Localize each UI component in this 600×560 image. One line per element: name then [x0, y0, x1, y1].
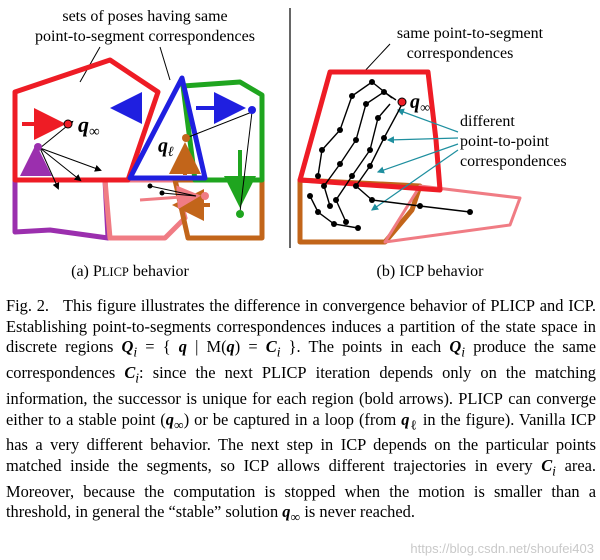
panel-b-annotation-same-line2: correspondences: [407, 45, 514, 62]
trajectory-3: [335, 103, 391, 223]
teal-leader-4: [371, 149, 459, 211]
point-black-2: [159, 190, 165, 196]
caption-plicp-3: LICP: [467, 388, 503, 408]
caption-plicp-2: LICP: [271, 363, 307, 383]
thin-arrow-2: [39, 147, 102, 172]
figure-caption: Fig. 2. This figure illustrates the diff…: [6, 296, 597, 525]
panel-a-annotation-line1: sets of poses having same: [62, 8, 227, 25]
caption-s8: ) or be captured in a loop (from: [183, 409, 402, 429]
caption-s3: The points in each: [308, 337, 450, 357]
caption-plicp-1: LICP: [499, 296, 536, 315]
teal-leader-1: [396, 108, 459, 133]
caption-s10: area. Moreover, because the computation …: [6, 456, 596, 522]
panel-b-annotation-diff-line3: correspondences: [460, 153, 567, 170]
thin-arrow-7: [149, 185, 197, 197]
panel-b-subcaption: (b) ICP behavior: [377, 263, 485, 280]
panel-a-subcaption: (a) PLICP behavior: [71, 263, 189, 280]
point-b-q-inf: [397, 97, 407, 107]
teal-leader-3: [376, 143, 459, 174]
thin-arrow-5: [239, 111, 253, 213]
figure-2: sets of poses having same point-to-segme…: [12, 8, 567, 280]
region-blue: [127, 75, 208, 181]
region-pink: [102, 177, 188, 241]
point-blue-top: [248, 106, 256, 114]
point-green-bottom: [236, 210, 244, 218]
panel-b-annotation-diff-line1: different: [460, 113, 515, 130]
panel-b: same point-to-segment correspondences di…: [297, 25, 567, 280]
region-red: [12, 57, 161, 183]
trajectory-1: [317, 81, 393, 177]
trajectory-4: [355, 103, 471, 213]
caption-fig-label: Fig. 2.: [6, 296, 50, 315]
trajectory-points: [307, 79, 473, 231]
point-black-1: [147, 183, 153, 189]
region-b-pink: [383, 184, 522, 244]
caption-s7: can converge either to a stable point (: [6, 388, 596, 429]
point-q-inf: [63, 119, 73, 129]
thin-arrow-4: [39, 147, 60, 190]
point-purple: [34, 143, 42, 151]
region-purple: [12, 177, 111, 241]
watermark: https://blog.csdn.net/shoufei403: [410, 541, 594, 556]
region-b-red: [297, 69, 443, 193]
thin-arrow-3: [39, 147, 82, 182]
point-pink: [201, 192, 209, 200]
arrow-pink: [139, 185, 201, 210]
caption-s5: : since the next: [139, 363, 262, 383]
teal-leader-2: [386, 136, 459, 144]
panel-b-annotation-same-line1: same point-to-segment: [397, 25, 544, 42]
point-q-l: [182, 134, 190, 142]
label-q-inf-b: q∞: [410, 91, 430, 116]
caption-s1: This figure illustrates the difference i…: [63, 296, 486, 315]
label-q-l-a: qℓ: [158, 135, 174, 160]
caption-s11: is never reached.: [300, 502, 415, 522]
panel-b-annotation-diff-line2: point-to-point: [460, 133, 549, 150]
panel-a-leader-right: [159, 46, 171, 81]
thin-arrow-6: [185, 111, 253, 139]
caption-s9: in the figure). Vanilla ICP has a very d…: [6, 409, 596, 475]
panel-a: sets of poses having same point-to-segme…: [12, 8, 265, 280]
region-brown: [172, 177, 265, 241]
caption-s4: produce the same correspondences: [6, 337, 596, 383]
thin-arrow-8: [161, 192, 197, 197]
panel-b-leader-same: [361, 43, 391, 75]
caption-s2: and ICP. Establishing point-to-segments …: [6, 296, 597, 357]
panel-a-annotation-line2: point-to-segment correspondences: [35, 28, 255, 45]
caption-s6: iteration depends only on the matching i…: [6, 363, 596, 408]
caption-math-Q: Q: [121, 337, 134, 357]
label-q-inf-a: q∞: [78, 112, 100, 140]
trajectory-5: [309, 195, 359, 229]
